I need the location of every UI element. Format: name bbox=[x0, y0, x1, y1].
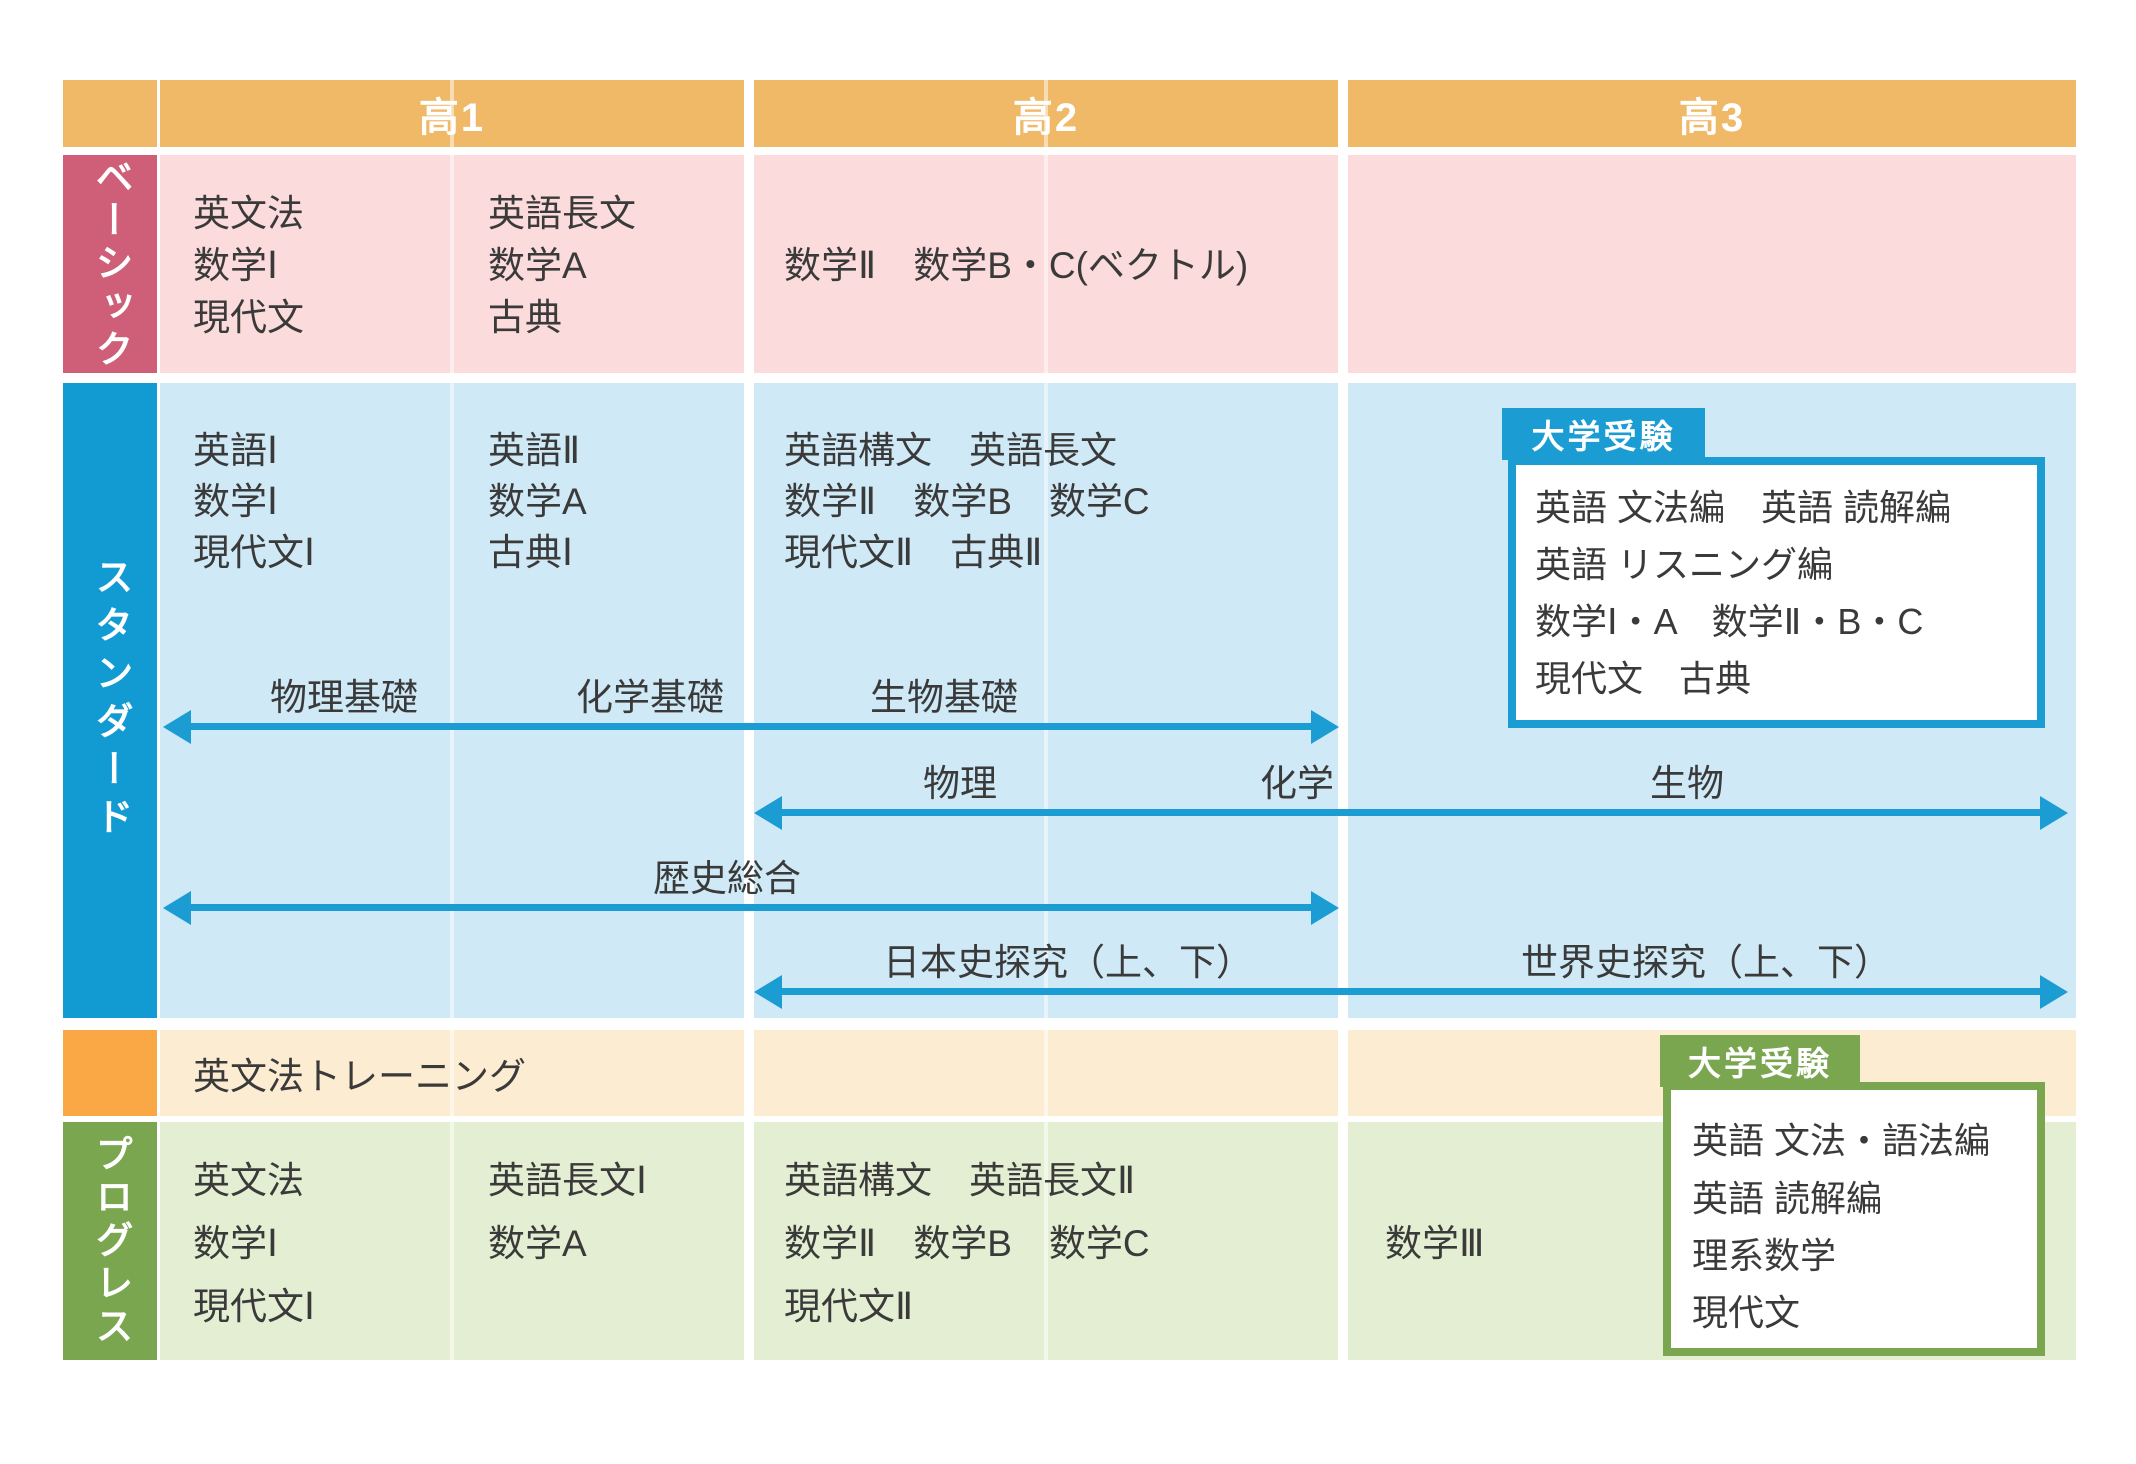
standard-y1-course: 英語Ⅱ bbox=[488, 430, 581, 471]
standard-univ-exam-course: 英語 文法編 英語 読解編 bbox=[1535, 487, 1952, 528]
progress-univ-exam-course: 理系数学 bbox=[1692, 1235, 1837, 1276]
standard-univ-exam-badge: 大学受験 bbox=[1502, 408, 1705, 460]
standard-y2-course: 英語構文 英語長文 bbox=[784, 430, 1117, 471]
sci-adv-label-chemistry: 化学 bbox=[1260, 763, 1334, 804]
header-year3-label: 高3 bbox=[1678, 95, 1746, 140]
standard-univ-exam-course: 現代文 古典 bbox=[1535, 658, 1752, 699]
header-corner-cell bbox=[63, 80, 157, 147]
progress-y1-course: 英語長文Ⅰ bbox=[488, 1160, 647, 1201]
basic-y1-course: 英文法 bbox=[193, 193, 304, 234]
sci-basic-arrow bbox=[191, 723, 1311, 730]
basic-y1-course: 英語長文 bbox=[488, 193, 636, 234]
basic-y1-course: 現代文 bbox=[193, 297, 304, 338]
basic-y1-course: 数学Ⅰ bbox=[193, 245, 278, 286]
sci-basic-label-physics: 物理基礎 bbox=[270, 677, 418, 718]
standard-y1-course: 数学Ⅰ bbox=[193, 481, 278, 522]
sci-adv-arrow bbox=[782, 809, 2040, 816]
progress-y2-course: 数学Ⅱ 数学B 数学C bbox=[784, 1223, 1150, 1264]
progress-y1-course: 数学A bbox=[488, 1223, 587, 1264]
progress-y1-course: 数学Ⅰ bbox=[193, 1223, 278, 1264]
history-general-label: 歴史総合 bbox=[653, 858, 801, 899]
standard-y2-course: 数学Ⅱ 数学B 数学C bbox=[784, 481, 1150, 522]
training-row-label bbox=[63, 1030, 157, 1116]
header-year3-cell: 高3 bbox=[1348, 80, 2076, 147]
basic-y1-course: 数学A bbox=[488, 245, 587, 286]
world-history-label: 世界史探究（上、下） bbox=[1521, 942, 1891, 983]
year1-mid-divider bbox=[450, 80, 454, 1360]
sci-adv-label-biology: 生物 bbox=[1650, 763, 1724, 804]
basic-y2-course: 数学Ⅱ 数学B・C(ベクトル) bbox=[784, 245, 1249, 286]
progress-row-label: プログレス bbox=[63, 1122, 157, 1360]
sci-basic-label-biology: 生物基礎 bbox=[870, 677, 1018, 718]
progress-y2-course: 英語構文 英語長文Ⅱ bbox=[784, 1160, 1136, 1201]
standard-y1-course: 数学A bbox=[488, 481, 587, 522]
standard-y1-course: 英語Ⅰ bbox=[193, 430, 278, 471]
progress-univ-exam-box bbox=[1663, 1082, 2045, 1356]
standard-y2-course: 現代文Ⅱ 古典Ⅱ bbox=[784, 532, 1043, 573]
standard-row-label: スタンダード bbox=[63, 383, 157, 1018]
basic-y1-course: 古典 bbox=[488, 297, 562, 338]
standard-univ-exam-course: 英語 リスニング編 bbox=[1535, 544, 1834, 585]
basic-row-label: ベーシック bbox=[63, 155, 157, 373]
year2-mid-divider bbox=[1044, 80, 1048, 1360]
progress-univ-exam-course: 現代文 bbox=[1692, 1292, 1801, 1333]
history-adv-arrow bbox=[782, 988, 2040, 995]
standard-univ-exam-box bbox=[1508, 457, 2045, 728]
sci-adv-label-physics: 物理 bbox=[923, 763, 997, 804]
sci-basic-label-chemistry: 化学基礎 bbox=[576, 677, 724, 718]
progress-y1-course: 現代文Ⅰ bbox=[193, 1286, 315, 1327]
japanese-history-label: 日本史探究（上、下） bbox=[883, 942, 1253, 983]
history-general-arrow bbox=[191, 904, 1311, 911]
training-y1-course: 英文法トレーニング bbox=[193, 1056, 526, 1097]
standard-univ-exam-course: 数学Ⅰ・A 数学Ⅱ・B・C bbox=[1535, 601, 1924, 642]
progress-univ-exam-course: 英語 文法・語法編 bbox=[1692, 1120, 1991, 1161]
progress-univ-exam-badge: 大学受験 bbox=[1660, 1035, 1860, 1087]
standard-y1-course: 現代文Ⅰ bbox=[193, 532, 315, 573]
progress-y3-course: 数学Ⅲ bbox=[1385, 1223, 1485, 1264]
basic-year3-cell bbox=[1348, 155, 2076, 373]
progress-y2-course: 現代文Ⅱ bbox=[784, 1286, 914, 1327]
progress-y1-course: 英文法 bbox=[193, 1160, 304, 1201]
progress-univ-exam-course: 英語 読解編 bbox=[1692, 1178, 1883, 1219]
standard-y1-course: 古典Ⅰ bbox=[488, 532, 573, 573]
